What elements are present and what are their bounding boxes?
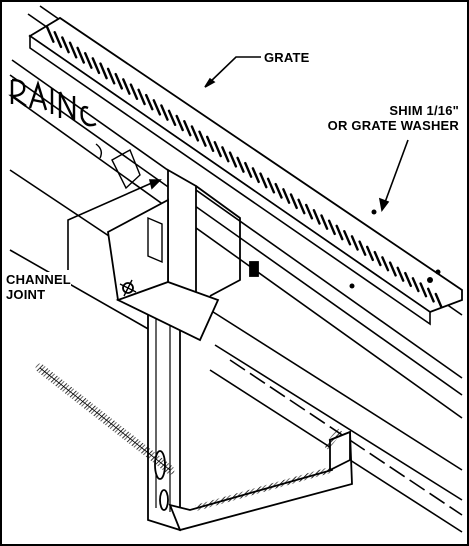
grate-slot (373, 250, 382, 267)
leader-lines (67, 56, 409, 270)
grate-slot (312, 208, 321, 225)
grate-slot (335, 224, 344, 241)
grate-slot (419, 282, 428, 298)
grate-slot (129, 83, 139, 101)
grate-slot (61, 36, 70, 54)
grate-slot (160, 104, 169, 121)
grate-slot (297, 198, 306, 215)
shim-washer-art (349, 209, 441, 289)
grate-slot (76, 46, 86, 64)
channel-label-line2: JOINT (6, 287, 46, 302)
grate-slot (434, 292, 443, 308)
grate-slot (91, 57, 101, 75)
shim-label-line1: SHIM 1/16" (389, 103, 459, 118)
grate-slot (381, 256, 390, 272)
grate-slot (266, 177, 276, 194)
grate-slot (236, 156, 245, 173)
grate-slot (274, 182, 283, 199)
shim-label-line2: OR GRATE WASHER (327, 118, 459, 133)
grate-slot (289, 193, 298, 210)
grate-slot (137, 88, 146, 106)
grate-slot (213, 140, 222, 158)
grate-slot (358, 240, 367, 256)
grate-slot (388, 261, 397, 277)
grate-slot (205, 135, 215, 153)
grate-slot (106, 67, 116, 85)
grate-slot (152, 99, 162, 116)
grate-slot (114, 72, 124, 90)
grate-slot (320, 214, 329, 230)
grate-slot (350, 235, 359, 251)
grate-slot (251, 167, 260, 184)
grate-slot (404, 271, 412, 287)
grate-slot (411, 277, 420, 293)
grate-slot (183, 119, 192, 137)
channel-label-line1: CHANNEL (6, 272, 71, 287)
grate-slot (366, 245, 374, 262)
grate-slot (122, 78, 131, 95)
grate-slot (327, 219, 336, 236)
cast-lettering-art (8, 78, 97, 127)
grate-slot (221, 146, 230, 163)
grate-slot (45, 25, 55, 43)
grate-slot (244, 161, 253, 178)
grate-art (28, 16, 463, 326)
rebar-art (35, 363, 343, 511)
grate-slot (228, 151, 238, 168)
grate-slot (427, 287, 435, 303)
grate-slot (83, 52, 93, 69)
grate-slot (190, 125, 200, 142)
channel-leader (67, 181, 155, 270)
grate-slot (259, 172, 268, 189)
grate-leader (207, 56, 261, 85)
grate-slot (305, 203, 314, 220)
channel-joint-label: CHANNEL JOINT (6, 272, 71, 302)
grate-slot (53, 31, 63, 49)
grate-slot (396, 266, 405, 282)
grate-slot (198, 130, 207, 147)
grate-slot (167, 109, 177, 127)
grate-slot (175, 114, 184, 132)
grate-slot (343, 229, 352, 246)
shim-label: SHIM 1/16" OR GRATE WASHER (327, 103, 459, 133)
grate-slot (282, 188, 291, 204)
grate-slot (68, 41, 78, 59)
grate-slot (144, 93, 154, 111)
grate-slot (99, 62, 108, 80)
grate-label: GRATE (264, 50, 310, 65)
shim-leader (383, 139, 409, 206)
